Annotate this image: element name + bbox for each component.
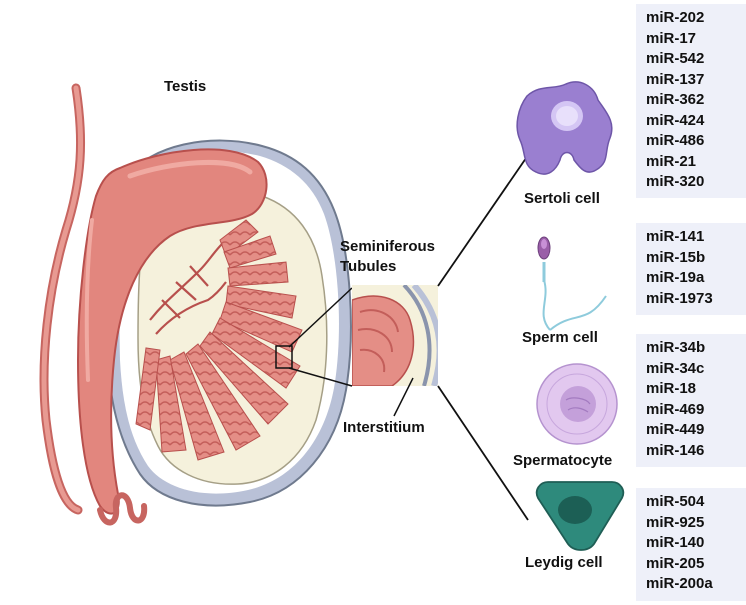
- connector-sertoli: [437, 147, 534, 287]
- mirna-item: miR-140: [646, 534, 705, 551]
- leydig-cell-label: Leydig cell: [525, 554, 603, 571]
- mirna-item: miR-146: [646, 441, 705, 459]
- mirna-item: miR-202: [646, 9, 705, 26]
- seminiferous-label-line1: Seminiferous: [340, 238, 436, 255]
- mirna-item: miR-205: [646, 554, 705, 572]
- mirna-item: miR-34b: [646, 339, 706, 356]
- mirna-item: miR-1973: [646, 289, 713, 307]
- mirna-item: miR-137: [646, 70, 705, 88]
- sperm-cell-icon: [537, 236, 607, 331]
- connector-leydig: [437, 385, 529, 521]
- mirna-item: miR-542: [646, 50, 705, 67]
- mirna-item: miR-21: [646, 152, 697, 170]
- mirna-item: miR-504: [646, 493, 705, 510]
- interstitium-label: Interstitium: [343, 419, 425, 436]
- sperm-mirna-list: miR-141 miR-15b miR-19a miR-1973: [636, 223, 746, 315]
- sertoli-cell-icon: [516, 81, 613, 175]
- sperm-cell-label: Sperm cell: [522, 329, 598, 346]
- spermatocyte-label: Spermatocyte: [513, 452, 613, 469]
- epididymis: [76, 148, 268, 515]
- spermatocyte-mirna-list: miR-34b miR-34c miR-18 miR-469 miR-449 miR-14…: [636, 334, 746, 467]
- spermatocyte-icon: [536, 363, 618, 445]
- mirna-item: miR-18: [646, 380, 697, 397]
- seminiferous-label-line2: Tubules: [340, 258, 397, 275]
- mirna-item: miR-141: [646, 228, 705, 245]
- epididymis-tail: [97, 492, 148, 526]
- zoom-marker: [275, 345, 293, 369]
- mirna-item: miR-362: [646, 91, 705, 108]
- mirna-item: miR-320: [646, 173, 705, 190]
- leydig-mirna-list: miR-504 miR-925 miR-140 miR-205 miR-200a: [636, 488, 746, 601]
- mirna-item: miR-469: [646, 400, 705, 418]
- mirna-item: miR-17: [646, 29, 697, 47]
- mirna-item: miR-449: [646, 421, 705, 438]
- mirna-item: miR-424: [646, 111, 705, 129]
- mirna-item: miR-200a: [646, 575, 713, 592]
- testis-label: Testis: [164, 78, 207, 95]
- connector-interstitium: [393, 377, 414, 417]
- sertoli-cell-label: Sertoli cell: [524, 190, 600, 207]
- mirna-item: miR-486: [646, 132, 705, 149]
- zoom-inset: [352, 285, 438, 386]
- leydig-cell-icon: [535, 481, 625, 551]
- mirna-item: miR-19a: [646, 269, 705, 286]
- mirna-item: miR-925: [646, 513, 705, 531]
- mirna-item: miR-34c: [646, 359, 705, 377]
- mirna-item: miR-15b: [646, 248, 706, 266]
- seminiferous-tubules: [135, 219, 303, 461]
- sertoli-mirna-list: miR-202 miR-17 miR-542 miR-137 miR-362 miR-42…: [636, 4, 746, 198]
